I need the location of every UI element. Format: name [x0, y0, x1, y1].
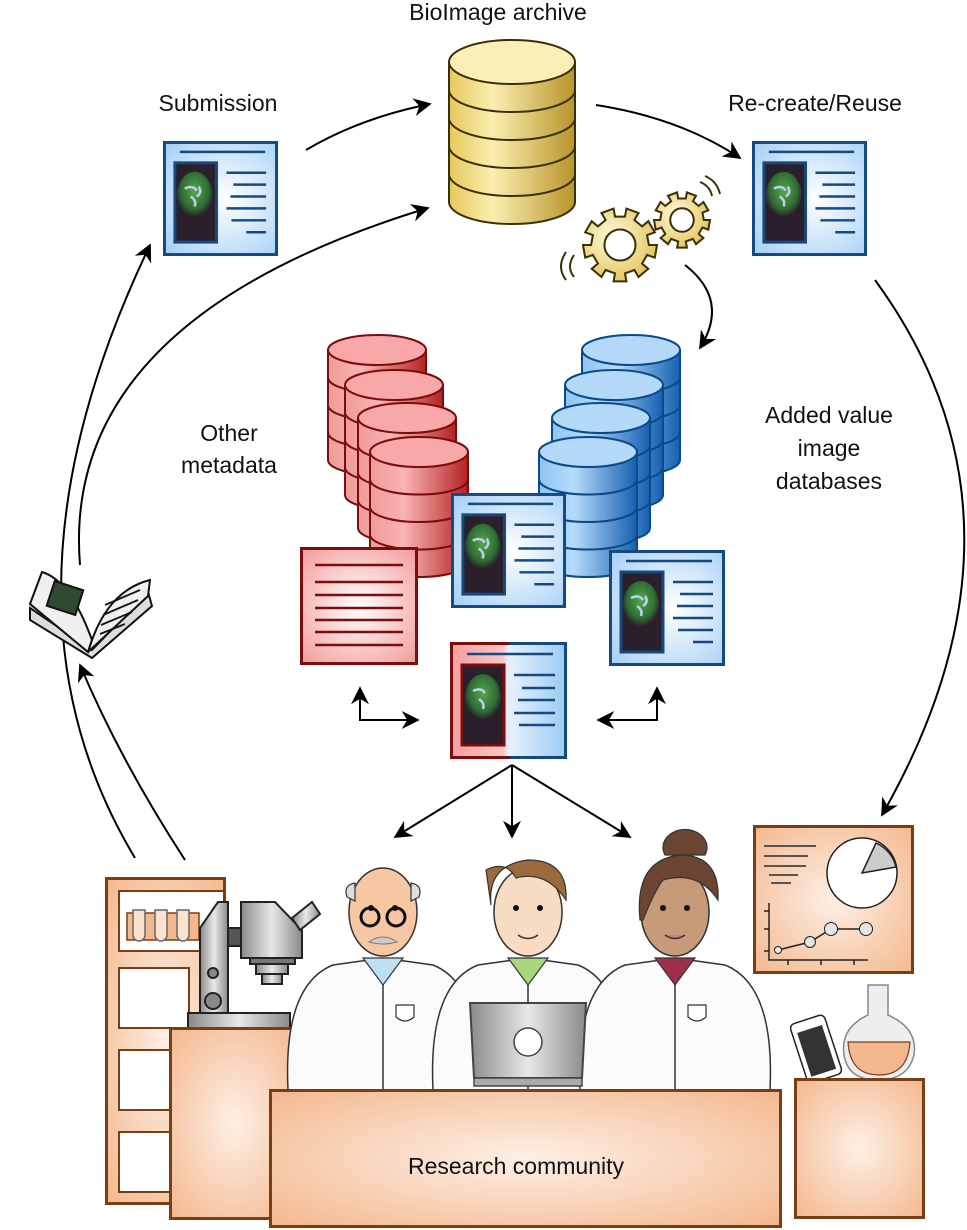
other-metadata-label-line2: metadata — [181, 452, 277, 478]
other-metadata-label-line1: Other — [200, 420, 258, 446]
gears-icon — [560, 175, 721, 283]
microscope-icon — [187, 900, 322, 1030]
center-image-document-icon — [451, 493, 566, 608]
arrow-to-scientist-1 — [393, 764, 513, 838]
archive-cylinder — [448, 39, 576, 225]
submission-label: Submission — [159, 90, 278, 116]
merged-document-icon — [450, 642, 567, 759]
archive-label: BioImage archive — [409, 0, 587, 25]
research-community-desk: Research community — [269, 1089, 782, 1228]
flask-icon — [842, 984, 916, 1081]
reuse-label: Re-create/Reuse — [728, 90, 902, 116]
arrow-metadata-merge — [351, 686, 420, 729]
open-book-icon — [28, 570, 154, 660]
arrow-reuse-to-report — [874, 279, 966, 817]
metadata-document-icon — [300, 547, 418, 665]
flow-arrows — [60, 98, 966, 861]
arrow-database-merge — [596, 686, 666, 729]
lab-cabinet-right — [794, 1078, 925, 1219]
added-value-databases — [538, 334, 681, 578]
reuse-document-icon — [752, 141, 867, 256]
test-tubes-icon — [126, 909, 200, 942]
arrow-archive-to-reuse — [595, 104, 742, 159]
arrow-community-to-book — [77, 663, 186, 861]
added-value-label-line3: databases — [776, 468, 882, 494]
chart-report-icon — [753, 825, 914, 974]
smartphone-icon — [789, 1014, 843, 1084]
scientist-3 — [578, 828, 772, 1091]
arrow-community-to-submission — [60, 243, 152, 859]
added-value-label-line2: image — [798, 435, 861, 461]
database-icon — [448, 39, 576, 225]
scientist-1 — [286, 867, 480, 1091]
arrow-gears-to-databases — [684, 264, 717, 350]
right-image-document-icon — [609, 550, 725, 666]
arrow-book-to-archive — [78, 204, 430, 566]
arrow-submission-to-archive — [305, 98, 432, 151]
laptop-icon — [468, 1002, 588, 1087]
added-value-label-line1: Added value — [765, 402, 893, 428]
arrow-to-scientist-3 — [511, 764, 632, 838]
community-label: Research community — [408, 1153, 625, 1179]
other-metadata-databases — [327, 334, 469, 578]
submission-document-icon — [163, 141, 278, 256]
